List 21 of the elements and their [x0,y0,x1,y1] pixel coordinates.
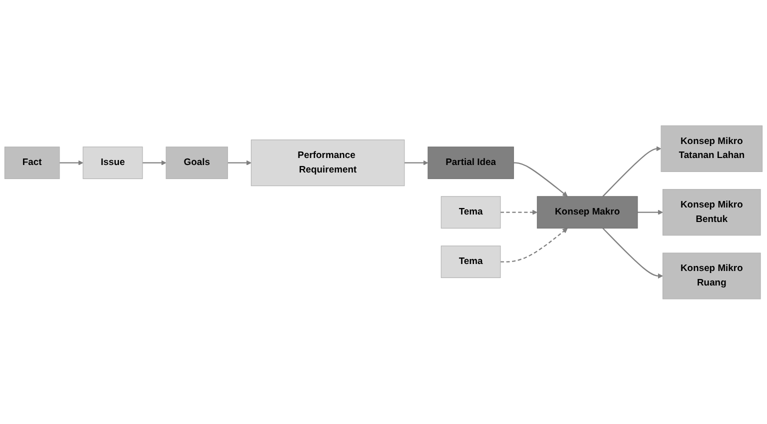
arrow [602,146,662,196]
arrow [404,160,428,166]
node-box: Konsep Mikro Ruang [662,252,761,299]
node-box: Partial Idea [428,146,514,179]
node-box: Konsep Mikro Bentuk [662,188,761,236]
arrow [500,228,568,262]
arrow [500,209,538,215]
arrow [59,160,84,166]
arrow [228,160,252,166]
node-box: Performance Requirement [250,139,405,186]
node-box: Fact [4,146,60,179]
node-box: Goals [166,146,228,179]
arrow [142,160,166,166]
arrow [514,162,568,196]
node-box: Konsep Makro [536,196,638,228]
node-box: Issue [82,146,143,179]
node-box: Tema [440,196,501,228]
arrow [638,209,664,215]
node-box: Tema [440,245,501,278]
arrow [602,228,664,278]
node-box: Konsep Mikro Tatanan Lahan [660,125,763,172]
